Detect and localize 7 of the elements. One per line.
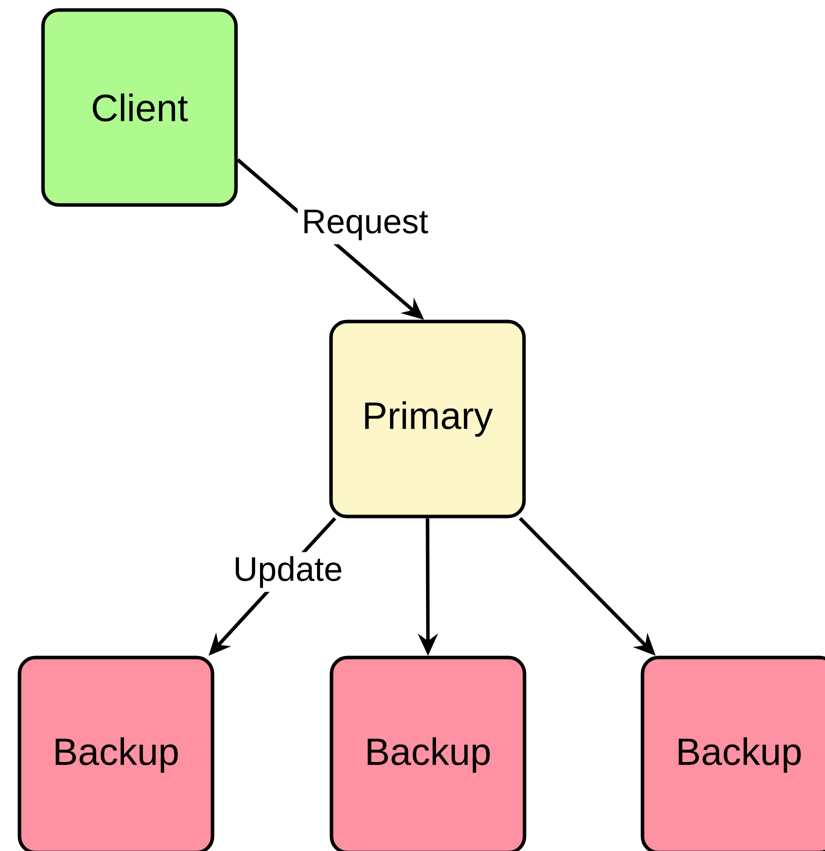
process-box: Backup bbox=[330, 656, 526, 851]
process-box: Backup bbox=[18, 656, 214, 851]
edge-label: Update bbox=[229, 552, 347, 592]
edge-label: Request bbox=[298, 206, 432, 244]
process-box: Client bbox=[41, 8, 238, 207]
process-box: Backup bbox=[640, 656, 825, 851]
process-box: Primary bbox=[329, 320, 526, 518]
